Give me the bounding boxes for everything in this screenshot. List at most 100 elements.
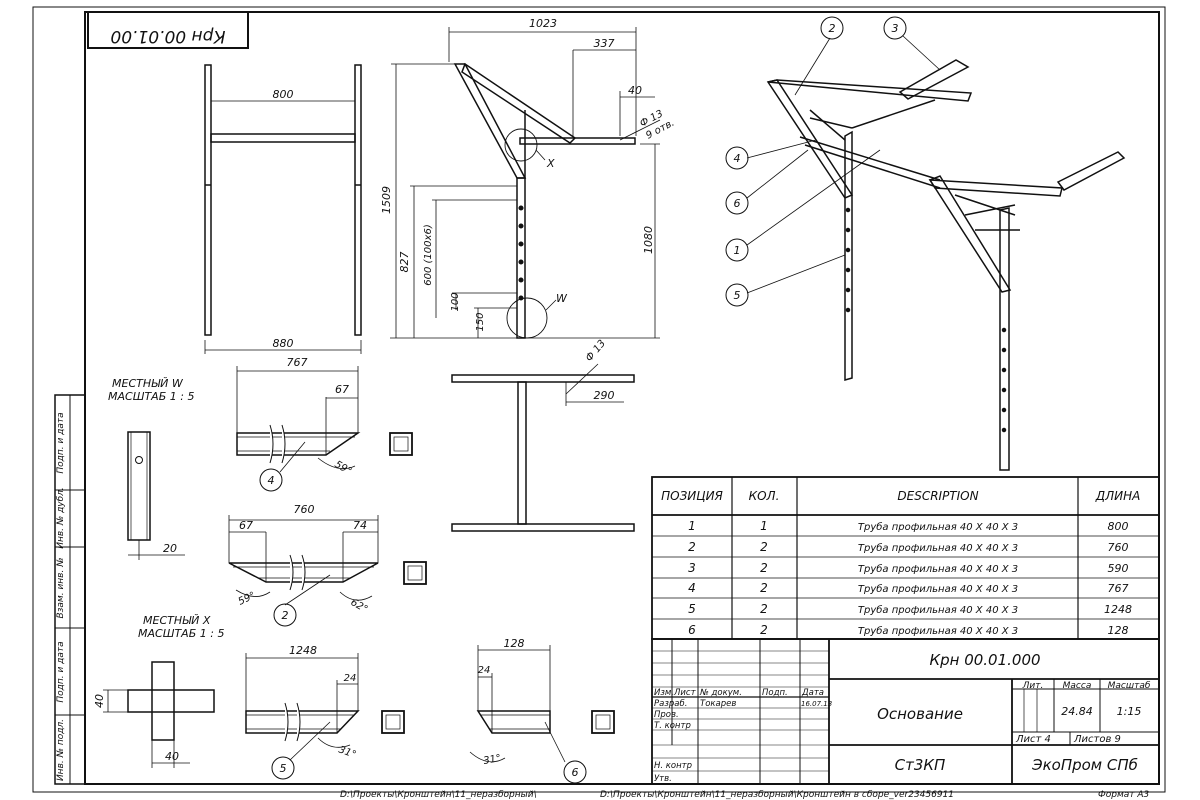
tb-nkontr: Н. контр [654, 761, 692, 771]
svg-text:2: 2 [760, 581, 768, 595]
svg-text:767: 767 [1108, 582, 1129, 595]
front-view [204, 64, 362, 354]
side-view [390, 27, 661, 339]
dim-767: 767 [287, 356, 308, 369]
balloon-iso-2: 2 [820, 16, 844, 40]
side-label-4: Подп. и дата [56, 641, 66, 702]
dim-40: 40 [628, 84, 642, 97]
balloon-6: 6 [563, 760, 587, 784]
local-w-view [127, 431, 185, 560]
dim-20: 20 [163, 542, 177, 555]
table-row: 4 2 Труба профильная 40 Х 40 Х 3 767 [688, 581, 1128, 595]
side-strip: Подп. и дата Инв. № дубл. Взам. инв. № П… [54, 394, 86, 785]
svg-text:4: 4 [688, 581, 696, 595]
dim-1248: 1248 [289, 644, 317, 657]
balloon-iso-4: 4 [725, 146, 749, 170]
side-label-5: Инв. № подл. [56, 719, 66, 781]
callout-x: X [546, 157, 555, 170]
tb-sheet: Лист 4 [1015, 734, 1051, 745]
local-w-title: МЕСТНЫЙ W [112, 377, 184, 390]
svg-text:3: 3 [892, 22, 899, 35]
dim-74: 74 [353, 519, 367, 532]
footer-format: Формат А3 [1098, 790, 1150, 800]
local-w-scale: МАСШТАБ 1 : 5 [108, 390, 194, 403]
svg-text:6: 6 [688, 623, 696, 637]
dim-827: 827 [398, 252, 411, 273]
table-row: 1 1 Труба профильная 40 Х 40 Х 3 800 [688, 519, 1128, 533]
svg-text:5: 5 [688, 602, 696, 616]
top-view [451, 363, 635, 532]
tb-col-izm: Изм. [654, 688, 674, 698]
callout-w: W [556, 292, 568, 305]
svg-text:2: 2 [760, 561, 768, 575]
angle-62: 62° [349, 597, 370, 615]
dim-337: 337 [594, 37, 615, 50]
tb-scale-label: Масштаб [1108, 681, 1151, 691]
svg-text:4: 4 [734, 152, 741, 165]
table-row: 5 2 Труба профильная 40 Х 40 Х 3 1248 [688, 602, 1132, 616]
svg-text:760: 760 [1108, 541, 1129, 554]
dim-128: 128 [504, 637, 525, 650]
parts-table-header: ПОЗИЦИЯ КОЛ. DESCRIPTION ДЛИНА [661, 489, 1140, 503]
th-length: ДЛИНА [1095, 489, 1141, 503]
svg-text:Труба профильная 40 Х 40 Х 3: Труба профильная 40 Х 40 Х 3 [858, 604, 1018, 616]
tb-prov: Пров. [654, 710, 679, 720]
stamp-code: Крн 00.01.00 [110, 26, 225, 46]
local-x-view [103, 661, 215, 768]
side-label-3: Взам. инв. № [56, 557, 66, 618]
part-5-view [245, 653, 405, 761]
side-label-2: Инв. № дубл. [56, 487, 66, 549]
dim-600: 600 (100х6) [423, 224, 434, 285]
table-row: 3 2 Труба профильная 40 Х 40 Х 3 590 [688, 561, 1128, 575]
tb-razrab: Разраб. [654, 699, 687, 709]
dim-phi13b: Ф 13 [584, 338, 608, 364]
svg-text:2: 2 [760, 540, 768, 554]
dim-800: 800 [273, 88, 294, 101]
tb-lit-label: Лит. [1022, 681, 1044, 691]
outer-frame [32, 6, 1166, 793]
tb-sheets: Листов 9 [1073, 734, 1121, 745]
side-label-1: Подп. и дата [56, 412, 66, 473]
svg-text:2: 2 [282, 609, 289, 622]
tb-utv: Утв. [654, 774, 672, 784]
isometric-view [746, 35, 1126, 471]
tb-mass-label: Масса [1063, 681, 1092, 691]
angle-31a: 31° [337, 744, 357, 760]
balloon-iso-3: 3 [883, 16, 907, 40]
svg-text:Труба профильная 40 Х 40 Х 3: Труба профильная 40 Х 40 Х 3 [858, 563, 1018, 575]
tb-mass: 24.84 [1061, 705, 1093, 718]
svg-text:590: 590 [1108, 562, 1129, 575]
tb-org: ЭкоПром СПб [1031, 756, 1138, 774]
footer-path-1: D:\Проекты\Кронштейн\11_неразборный\ [340, 790, 537, 800]
svg-text:2: 2 [760, 623, 768, 637]
balloon-iso-6: 6 [725, 191, 749, 215]
footer-path-2: D:\Проекты\Кронштейн\11_неразборный\Крон… [600, 790, 954, 800]
angle-59a: 59° [333, 459, 354, 477]
svg-text:1: 1 [760, 519, 768, 533]
tb-material: Ст3КП [895, 756, 946, 774]
svg-text:Труба профильная 40 Х 40 Х 3: Труба профильная 40 Х 40 Х 3 [858, 542, 1018, 554]
svg-text:5: 5 [280, 762, 287, 775]
svg-text:1: 1 [688, 519, 696, 533]
svg-text:3: 3 [688, 561, 696, 575]
dim-760: 760 [294, 503, 315, 516]
dim-1023: 1023 [529, 17, 557, 30]
tb-col-doc: № докум. [699, 688, 742, 698]
table-row: 2 2 Труба профильная 40 Х 40 Х 3 760 [688, 540, 1128, 554]
svg-text:Труба профильная 40 Х 40 Х 3: Труба профильная 40 Х 40 Х 3 [858, 521, 1018, 533]
svg-text:Труба профильная 40 Х 40 Х 3: Труба профильная 40 Х 40 Х 3 [858, 625, 1018, 637]
dim-40y: 40 [165, 750, 179, 763]
svg-text:5: 5 [734, 289, 741, 302]
local-x-title: МЕСТНЫЙ Х [143, 614, 211, 627]
balloon-5: 5 [271, 756, 295, 780]
tb-razrab-name: Токарев [700, 699, 736, 709]
angle-59b: 59° [237, 590, 258, 607]
dim-880: 880 [273, 337, 294, 350]
tb-razrab-date: 16.07.13 [801, 700, 832, 708]
svg-text:1248: 1248 [1104, 603, 1132, 616]
part-6-view [469, 645, 615, 763]
part-2-view [228, 515, 427, 606]
dim-290: 290 [594, 389, 615, 402]
tb-scale: 1:15 [1117, 705, 1142, 718]
local-x-scale: МАСШТАБ 1 : 5 [138, 627, 224, 640]
